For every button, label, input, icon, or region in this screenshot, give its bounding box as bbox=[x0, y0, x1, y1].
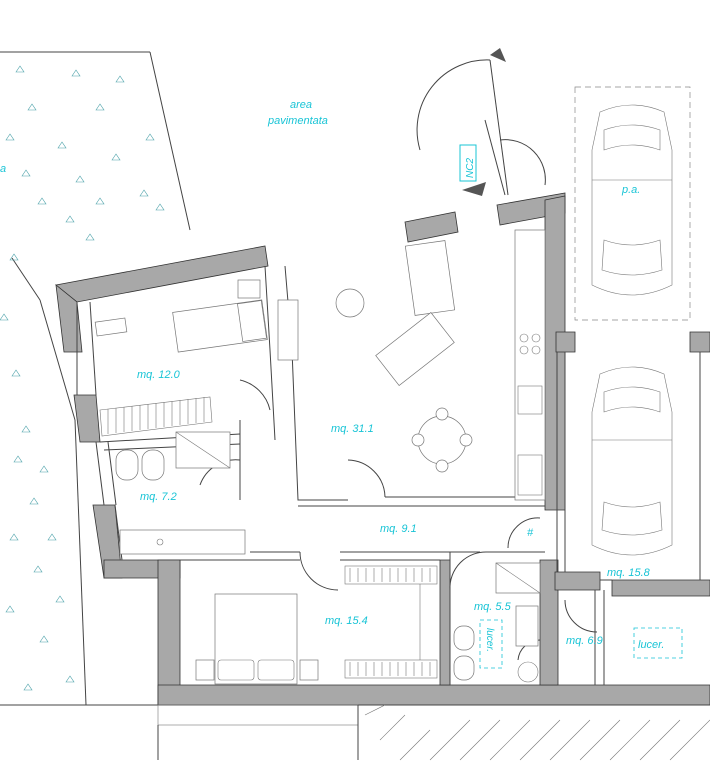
bedroom-main-furniture bbox=[195, 565, 438, 685]
room-bedroom-small-area: mq. 12.0 bbox=[137, 369, 181, 381]
nc2-tag bbox=[459, 144, 477, 182]
area-label-line1: area bbox=[290, 99, 312, 111]
room-bedroom-main-area: mq. 15.4 bbox=[325, 615, 368, 627]
doors bbox=[199, 48, 598, 661]
nc2-label: NC2 bbox=[465, 158, 476, 178]
lucer-label-bath: lucer. bbox=[484, 628, 495, 652]
room-corridor-area: mq. 9.1 bbox=[380, 523, 417, 535]
room-living-area: mq. 31.1 bbox=[331, 423, 374, 435]
garden-label: a bbox=[0, 163, 6, 175]
bedroom-small-furniture bbox=[94, 279, 268, 437]
car-parking bbox=[574, 86, 691, 321]
living-furniture bbox=[277, 229, 546, 501]
lucer-label-utility: lucer. bbox=[638, 639, 665, 651]
bath-furniture bbox=[115, 431, 246, 555]
room-labels: area pavimentata a NC2 mq. 12.0 mq. 31.1… bbox=[0, 99, 665, 652]
garden-area bbox=[0, 51, 191, 706]
hash-mark: # bbox=[527, 527, 534, 539]
parking-label: p.a. bbox=[621, 184, 640, 196]
outer-walls bbox=[55, 192, 710, 706]
car-garage bbox=[591, 366, 673, 556]
room-utility-area: mq. 6.9 bbox=[566, 635, 603, 647]
utility-lucer-box bbox=[633, 627, 683, 659]
small-bath-furniture bbox=[453, 562, 541, 683]
room-bath-small-area: mq. 5.5 bbox=[474, 601, 512, 613]
garden-texture bbox=[0, 65, 165, 691]
room-garage-area: mq. 15.8 bbox=[607, 567, 651, 579]
area-label-line2: pavimentata bbox=[267, 115, 328, 127]
room-bath-area: mq. 7.2 bbox=[140, 491, 177, 503]
bottom-boundary bbox=[0, 704, 710, 761]
